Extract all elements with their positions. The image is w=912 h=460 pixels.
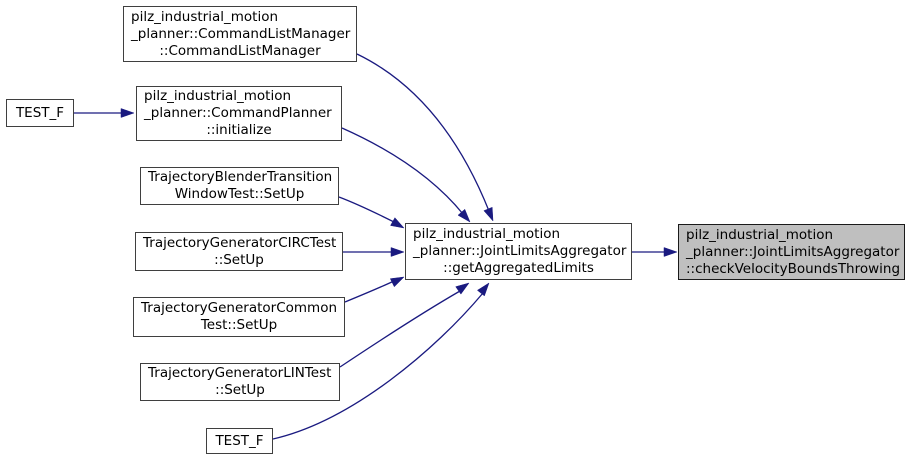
node-test-f-top[interactable]: TEST_F bbox=[6, 99, 74, 127]
node-label: pilz_industrial_motion _planner::Command… bbox=[131, 8, 351, 42]
node-command-list-manager[interactable]: pilz_industrial_motion _planner::Command… bbox=[123, 6, 357, 62]
node-label: ::checkVelocityBoundsThrowing bbox=[686, 260, 901, 277]
edge-testf-top-to-initialize bbox=[74, 108, 135, 118]
edge-testf-bottom-to-getaggregatedlimits bbox=[272, 282, 490, 440]
edge-lintest-to-getaggregatedlimits bbox=[339, 282, 470, 368]
node-label: pilz_industrial_motion _planner::Command… bbox=[144, 88, 332, 121]
edge-commontest-to-getaggregatedlimits bbox=[344, 276, 405, 303]
node-label: ::initialize bbox=[206, 122, 272, 138]
node-trajectory-generator-lin-test-setup[interactable]: TrajectoryGeneratorLINTest ::SetUp bbox=[140, 363, 340, 401]
node-command-planner-initialize[interactable]: pilz_industrial_motion _planner::Command… bbox=[136, 86, 342, 141]
node-label: ::getAggregatedLimits bbox=[443, 260, 594, 276]
node-label: TrajectoryGeneratorCIRCTest bbox=[143, 234, 337, 251]
edge-getaggregatedlimits-to-checkvelocityboundsthrowing bbox=[632, 247, 678, 257]
node-label: TrajectoryGeneratorLINTest bbox=[148, 365, 332, 381]
node-trajectory-generator-circ-test-setup[interactable]: TrajectoryGeneratorCIRCTest ::SetUp bbox=[135, 232, 343, 271]
node-label: TEST_F bbox=[15, 104, 65, 121]
edge-commandlistmanager-to-getaggregatedlimits bbox=[356, 53, 494, 222]
node-get-aggregated-limits[interactable]: pilz_industrial_motion _planner::JointLi… bbox=[405, 223, 632, 280]
node-label: WindowTest::SetUp bbox=[174, 186, 305, 202]
node-label: TrajectoryBlenderTransition bbox=[148, 169, 333, 185]
node-test-f-bottom[interactable]: TEST_F bbox=[206, 428, 273, 454]
node-check-velocity-bounds-throwing[interactable]: pilz_industrial_motion _planner::JointLi… bbox=[678, 224, 905, 280]
edge-blendertest-to-getaggregatedlimits bbox=[338, 196, 405, 229]
node-trajectory-generator-common-test-setup[interactable]: TrajectoryGeneratorCommon Test::SetUp bbox=[133, 297, 345, 337]
node-label: TEST_F bbox=[215, 432, 264, 449]
node-label: ::CommandListManager bbox=[159, 42, 321, 59]
node-label: TrajectoryGeneratorCommon bbox=[141, 300, 338, 316]
node-trajectory-blender-transition-window-test-setup[interactable]: TrajectoryBlenderTransition WindowTest::… bbox=[140, 167, 339, 205]
node-label: Test::SetUp bbox=[200, 317, 278, 333]
node-label: pilz_industrial_motion _planner::JointLi… bbox=[413, 226, 627, 259]
node-label: ::SetUp bbox=[215, 382, 265, 398]
node-label: ::SetUp bbox=[214, 251, 264, 268]
edge-initialize-to-getaggregatedlimits bbox=[341, 127, 471, 223]
edge-circtest-to-getaggregatedlimits bbox=[343, 247, 405, 257]
node-label: pilz_industrial_motion _planner::JointLi… bbox=[686, 226, 900, 260]
